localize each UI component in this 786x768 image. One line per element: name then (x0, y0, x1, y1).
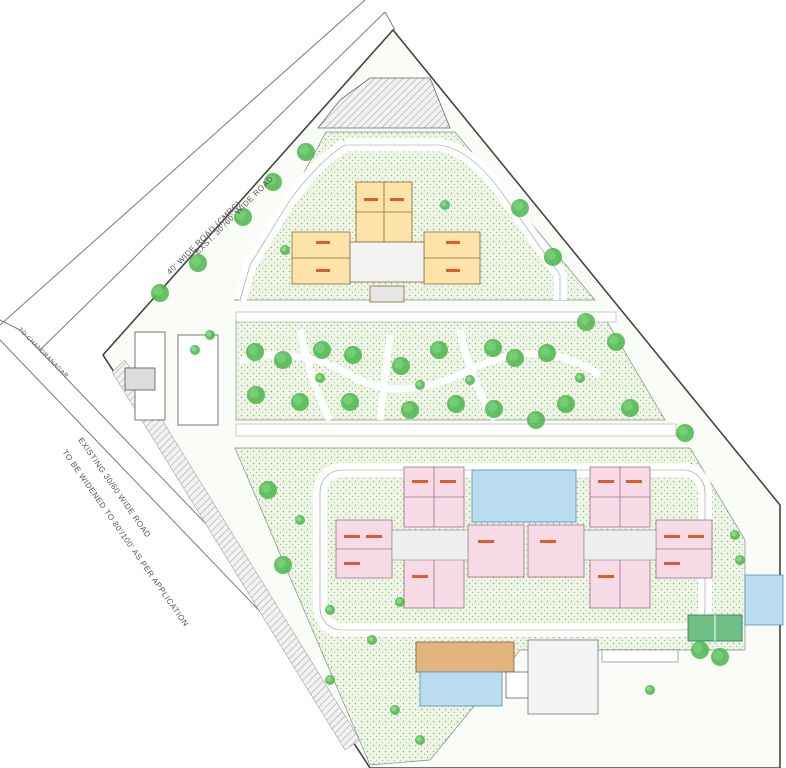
left-corner-label: TO CHANDRANAGAR (17, 327, 70, 380)
entry-gate-block (124, 331, 219, 426)
middle-walkways (239, 329, 602, 422)
clubhouse-roof (415, 641, 515, 673)
kids-pool (744, 574, 784, 626)
tower-b-core-right (583, 529, 657, 561)
clubhouse-room (505, 671, 531, 699)
gate-house (601, 649, 679, 663)
tower-b-core-left (391, 529, 469, 561)
left-road-label-b: TO BE WIDENED TO 80'/100' AS PER APPLICA… (60, 448, 190, 628)
tower-b-complex (335, 466, 713, 609)
hatched-parking-top (317, 77, 451, 129)
tower-b-labels (344, 480, 704, 578)
middle-road (235, 311, 617, 323)
central-court-pool (471, 469, 577, 523)
swimming-pool (419, 671, 503, 707)
senior-citizen-area (527, 639, 599, 715)
tower-a-block (291, 181, 481, 303)
tower-a-labels (316, 198, 460, 272)
middle-road-lower (235, 423, 677, 437)
